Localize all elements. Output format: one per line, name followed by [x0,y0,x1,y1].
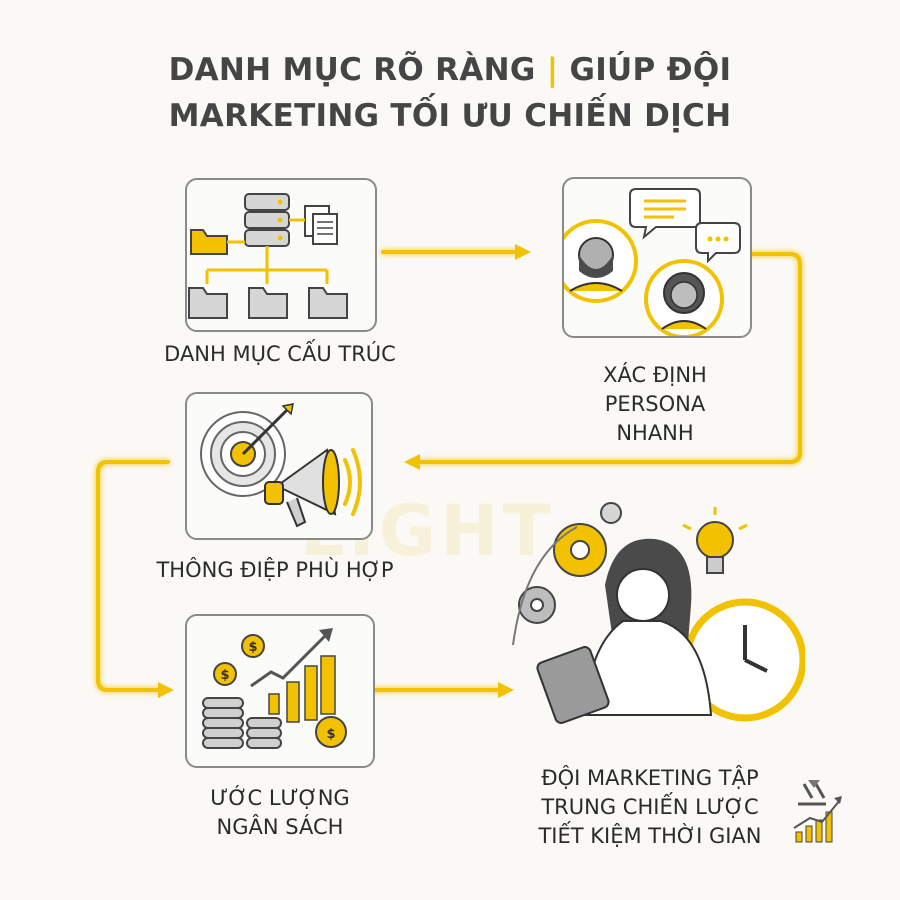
folder-hierarchy-icon [188,193,348,319]
page-title: DANH MỤC RÕ RÀNG | GIÚP ĐỘI [0,52,900,88]
woman-tablet-icon [536,538,713,724]
step4-label-line2: NGÂN SÁCH [216,815,344,839]
step4-label-line1: ƯỚC LƯỢNG [210,786,350,810]
bar-growth-icon [793,796,842,843]
step1-label: DANH MỤC CẤU TRÚC [164,342,396,366]
arrowhead-3 [158,682,174,698]
title-separator: | [546,52,559,88]
step2-label-line1: XÁC ĐỊNH [603,363,707,387]
target-megaphone-icon [200,403,362,528]
svg-text:$: $ [326,727,335,742]
result-label-line3: TIẾT KIỆM THỜI GIAN [538,824,762,848]
step-card-message [185,392,373,540]
step2-label-line3: NHANH [616,421,694,445]
persona-faces-icon [554,188,741,339]
result-label-line2: TRUNG CHIẾN LƯỢC [541,795,759,819]
result-side-icons [793,780,842,843]
arrow-step3-to-step4 [96,460,170,692]
title-part1: DANH MỤC RÕ RÀNG [168,52,536,88]
step4-label: ƯỚC LƯỢNG NGÂN SÁCH [160,784,400,842]
svg-text:$: $ [220,668,229,683]
coins-growth-chart-icon: $ $ $ [202,628,347,749]
result-illustration [512,502,805,724]
arrow-step2-to-step3 [418,252,802,464]
step2-label-line2: PERSONA [604,392,706,416]
step-card-budget: $ $ $ [185,614,375,768]
title-part2: GIÚP ĐỘI [569,52,732,88]
step2-label: XÁC ĐỊNH PERSONA NHANH [560,361,750,448]
step3-label: THÔNG ĐIỆP PHÙ HỢP [156,558,394,582]
arrowhead-1 [515,244,531,260]
page-title-line2: MARKETING TỐI ƯU CHIẾN DỊCH [168,98,732,134]
gear-icon [518,502,622,624]
recycle-icon [798,780,826,806]
result-label: ĐỘI MARKETING TẬP TRUNG CHIẾN LƯỢC TIẾT … [510,764,790,851]
result-label-line1: ĐỘI MARKETING TẬP [541,766,759,790]
step-card-structure [185,178,377,332]
arrowhead-4 [498,682,514,698]
svg-text:$: $ [248,640,257,655]
lightbulb-icon [682,507,748,574]
arrowhead-2 [404,454,420,470]
step-card-persona [554,177,752,339]
